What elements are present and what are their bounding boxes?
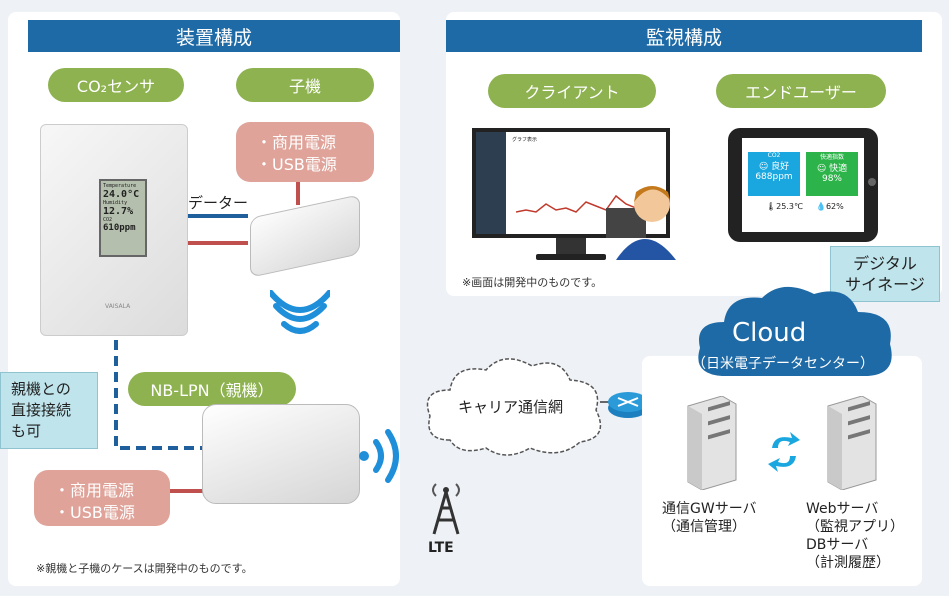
app-sidebar	[476, 132, 506, 234]
web-server-icon	[827, 396, 877, 490]
carrier-network-label: キャリア通信網	[458, 398, 564, 416]
tablet-comfort-value: 98%	[821, 174, 842, 184]
signage-line-1: デジタル	[853, 254, 917, 273]
wireless-signal-icon	[270, 290, 330, 334]
direct-callout-line-2: 直接接続	[11, 401, 72, 419]
child-power-line-2: ・USB電源	[256, 155, 337, 174]
child-power-box: ・商用電源 ・USB電源	[236, 122, 374, 182]
screen-note: ※画面は開発中のものです。	[462, 276, 603, 289]
child-power-line-1: ・商用電源	[256, 133, 337, 152]
lte-tower-icon	[432, 483, 460, 535]
operator-person-icon	[606, 186, 676, 260]
monitor-base	[536, 254, 606, 260]
sensor-hum: 12.7%	[103, 206, 134, 217]
client-label: クライアント	[488, 74, 656, 108]
monitor-config-header: 監視構成	[446, 20, 922, 52]
sensor-co2-label: CO2	[103, 217, 113, 223]
parent-power-line-2: ・USB電源	[54, 503, 135, 522]
sensor-temp: 24.0°C	[103, 189, 140, 200]
parent-unit-device	[202, 404, 360, 504]
parent-power-box: ・商用電源 ・USB電源	[34, 470, 170, 526]
db-server-line-2: （計測履歴）	[806, 555, 890, 571]
monitor-stand	[556, 238, 586, 256]
signage-callout: デジタル サイネージ	[830, 246, 940, 302]
tablet-temp: 🌡25.3℃	[766, 202, 803, 211]
sensor-co2: 610ppm	[103, 223, 136, 233]
parent-wireless-icon	[359, 429, 399, 483]
enduser-label: エンドユーザー	[716, 74, 886, 108]
enduser-tablet: CO2 ☺ 良好 688ppm 快適指数 ☺ 快適 98% 🌡25.3℃ 💧62…	[728, 128, 878, 242]
datacenter-cloud-shape	[698, 286, 892, 376]
direct-connection-callout: 親機との 直接接続 も可	[0, 372, 98, 449]
carrier-cloud-icon	[426, 358, 602, 456]
direct-connection-line	[114, 340, 205, 450]
cloud-subtitle: （日米電子データセンター）	[692, 356, 874, 372]
web-server-label: Webサーバ （監視アプリ） DBサーバ （計測履歴）	[806, 500, 904, 572]
parent-unit-label: NB-LPN（親機）	[128, 372, 296, 406]
parent-power-line-1: ・商用電源	[54, 481, 135, 500]
web-server-line-1: Webサーバ	[806, 501, 879, 517]
gw-server-line-2: （通信管理）	[662, 519, 746, 535]
direct-callout-line-3: も可	[11, 422, 42, 440]
signage-line-2: サイネージ	[845, 275, 925, 294]
data-label: データー	[188, 194, 249, 212]
tablet-comfort-status: ☺ 快適	[816, 164, 848, 174]
co2-sensor-device: Temperature 24.0°C Humidity 12.7% CO2 61…	[40, 124, 188, 336]
tablet-comfort-card: 快適指数 ☺ 快適 98%	[806, 152, 858, 196]
child-unit-label: 子機	[236, 68, 374, 102]
lte-label: LTE	[428, 540, 454, 556]
sensor-display: Temperature 24.0°C Humidity 12.7% CO2 61…	[99, 179, 147, 257]
gw-server-icon	[687, 396, 737, 490]
tablet-co2-card: CO2 ☺ 良好 688ppm	[748, 152, 800, 196]
router-icon	[608, 392, 648, 418]
tablet-co2-title: CO2	[767, 152, 781, 159]
sensor-brand: VAISALA	[105, 303, 131, 310]
web-server-line-2: （監視アプリ）	[806, 519, 904, 535]
sensor-hum-label: Humidity	[103, 200, 128, 206]
tablet-co2-value: 688ppm	[755, 172, 793, 182]
direct-callout-line-1: 親機との	[11, 380, 71, 398]
gw-server-label: 通信GWサーバ （通信管理）	[662, 500, 757, 536]
sync-arrows-icon	[768, 432, 800, 472]
app-graph	[516, 194, 656, 213]
sensor-title: Temperature	[103, 183, 137, 189]
db-server-line-1: DBサーバ	[806, 537, 869, 553]
tablet-screen: CO2 ☺ 良好 688ppm 快適指数 ☺ 快適 98% 🌡25.3℃ 💧62…	[742, 138, 864, 232]
cloud-title: Cloud	[732, 318, 807, 348]
device-config-header: 装置構成	[28, 20, 400, 52]
tablet-hum: 💧62%	[816, 202, 844, 211]
case-footnote: ※親機と子機のケースは開発中のものです。	[36, 562, 253, 575]
app-title: グラフ表示	[512, 137, 538, 143]
co2-sensor-label: CO₂センサ	[48, 68, 184, 102]
tablet-comfort-title: 快適指数	[819, 154, 844, 161]
tablet-co2-status: ☺ 良好	[758, 162, 790, 172]
tablet-home-button	[868, 178, 876, 186]
gw-server-line-1: 通信GWサーバ	[662, 501, 757, 517]
